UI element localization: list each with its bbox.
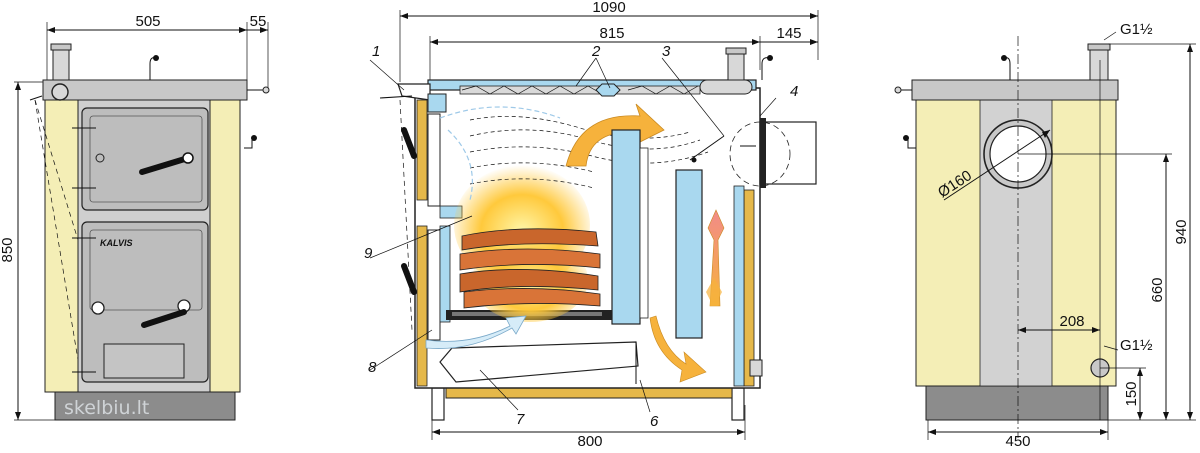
section-leg-right [731, 387, 745, 421]
rear-dim-pipe-offset: 208 [1059, 313, 1084, 330]
section-callout-6: 6 [650, 413, 659, 430]
rear-side-handle-icon [907, 138, 916, 149]
front-top-lid [42, 79, 248, 101]
front-door-swing-path [34, 99, 79, 361]
front-dim-top-width: 505 [135, 13, 160, 30]
section-rear-insulation [743, 189, 755, 387]
rear-dim-height-pipe: 150 [1123, 381, 1140, 406]
front-damper-lever-icon [149, 57, 157, 80]
front-brand-logo: KALVIS [100, 238, 133, 248]
front-side-panel-left [44, 99, 79, 393]
section-hot-gas-arrow-icon [565, 103, 665, 167]
watermark: skelbiu.lt [64, 397, 149, 419]
section-dim-base-width: 800 [577, 433, 602, 450]
rear-top-pipe [1089, 47, 1109, 81]
rear-dimension-lines [927, 31, 1196, 440]
section-baffle-rear [675, 169, 703, 339]
section-baffle-front [611, 129, 641, 325]
section-callout-4: 4 [790, 83, 798, 100]
rear-damper-lever-icon [1003, 57, 1011, 80]
front-side-panel-right [209, 99, 241, 393]
rear-dim-width: 450 [1005, 433, 1030, 450]
section-lower-door-handle-icon [401, 263, 417, 295]
front-lower-door [81, 221, 209, 383]
section-front-flap [397, 83, 431, 101]
front-lower-door-handle-icon [141, 309, 187, 328]
section-down-arrow-icon [649, 315, 707, 383]
section-front-insulation-upper [416, 99, 428, 201]
rear-dim-height-total: 940 [1173, 219, 1190, 244]
section-flue-pipe [759, 121, 817, 185]
section-door-swing-path [399, 99, 413, 331]
section-callout-leaders [369, 57, 777, 413]
section-callout-7: 7 [516, 411, 525, 428]
front-side-fitting-icon [51, 83, 69, 101]
section-dim-total-depth: 1090 [592, 0, 625, 16]
section-water-jacket-rear [733, 185, 745, 387]
rear-view: G1½ G1½ Ø160 940 660 208 150 450 [894, 21, 1196, 450]
front-base [54, 391, 236, 421]
section-top-exchanger [459, 85, 701, 95]
rear-base [925, 383, 1109, 421]
section-damper-lever-icon [761, 57, 771, 80]
section-front-insulation-lower [416, 225, 428, 387]
front-dim-top-offset: 55 [250, 13, 267, 30]
rear-dim-height-flue: 660 [1149, 277, 1166, 302]
section-callout-3: 3 [662, 43, 671, 60]
section-callout-2: 2 [591, 43, 601, 60]
front-dimension-lines [14, 22, 269, 421]
section-ash-pan [439, 341, 639, 383]
rear-dim-pipe-top: G1½ [1120, 21, 1153, 38]
section-dim-flue-offset: 145 [776, 25, 801, 42]
front-upper-door [81, 107, 209, 211]
section-dimension-lines [399, 10, 819, 440]
section-leg-left [431, 387, 445, 421]
section-primary-air-arrow-icon [425, 315, 527, 349]
section-callout-9: 9 [364, 245, 373, 262]
section-view: 1090 815 145 800 [364, 0, 819, 450]
section-wood-logs [459, 228, 601, 309]
front-right-handle-icon [244, 138, 253, 149]
rear-top-lid [911, 79, 1119, 101]
section-callout-8: 8 [368, 359, 377, 376]
front-dim-height: 850 [0, 237, 16, 262]
front-view: 505 55 850 KALVIS [0, 13, 270, 421]
section-callout-1: 1 [372, 43, 380, 60]
front-ash-flap [103, 343, 185, 379]
front-upper-door-handle-icon [139, 155, 191, 175]
section-dim-inner-depth: 815 [599, 25, 624, 42]
section-upper-door-handle-icon [401, 127, 417, 159]
front-top-pipe [52, 47, 70, 81]
rear-dim-pipe-bottom: G1½ [1120, 337, 1153, 354]
